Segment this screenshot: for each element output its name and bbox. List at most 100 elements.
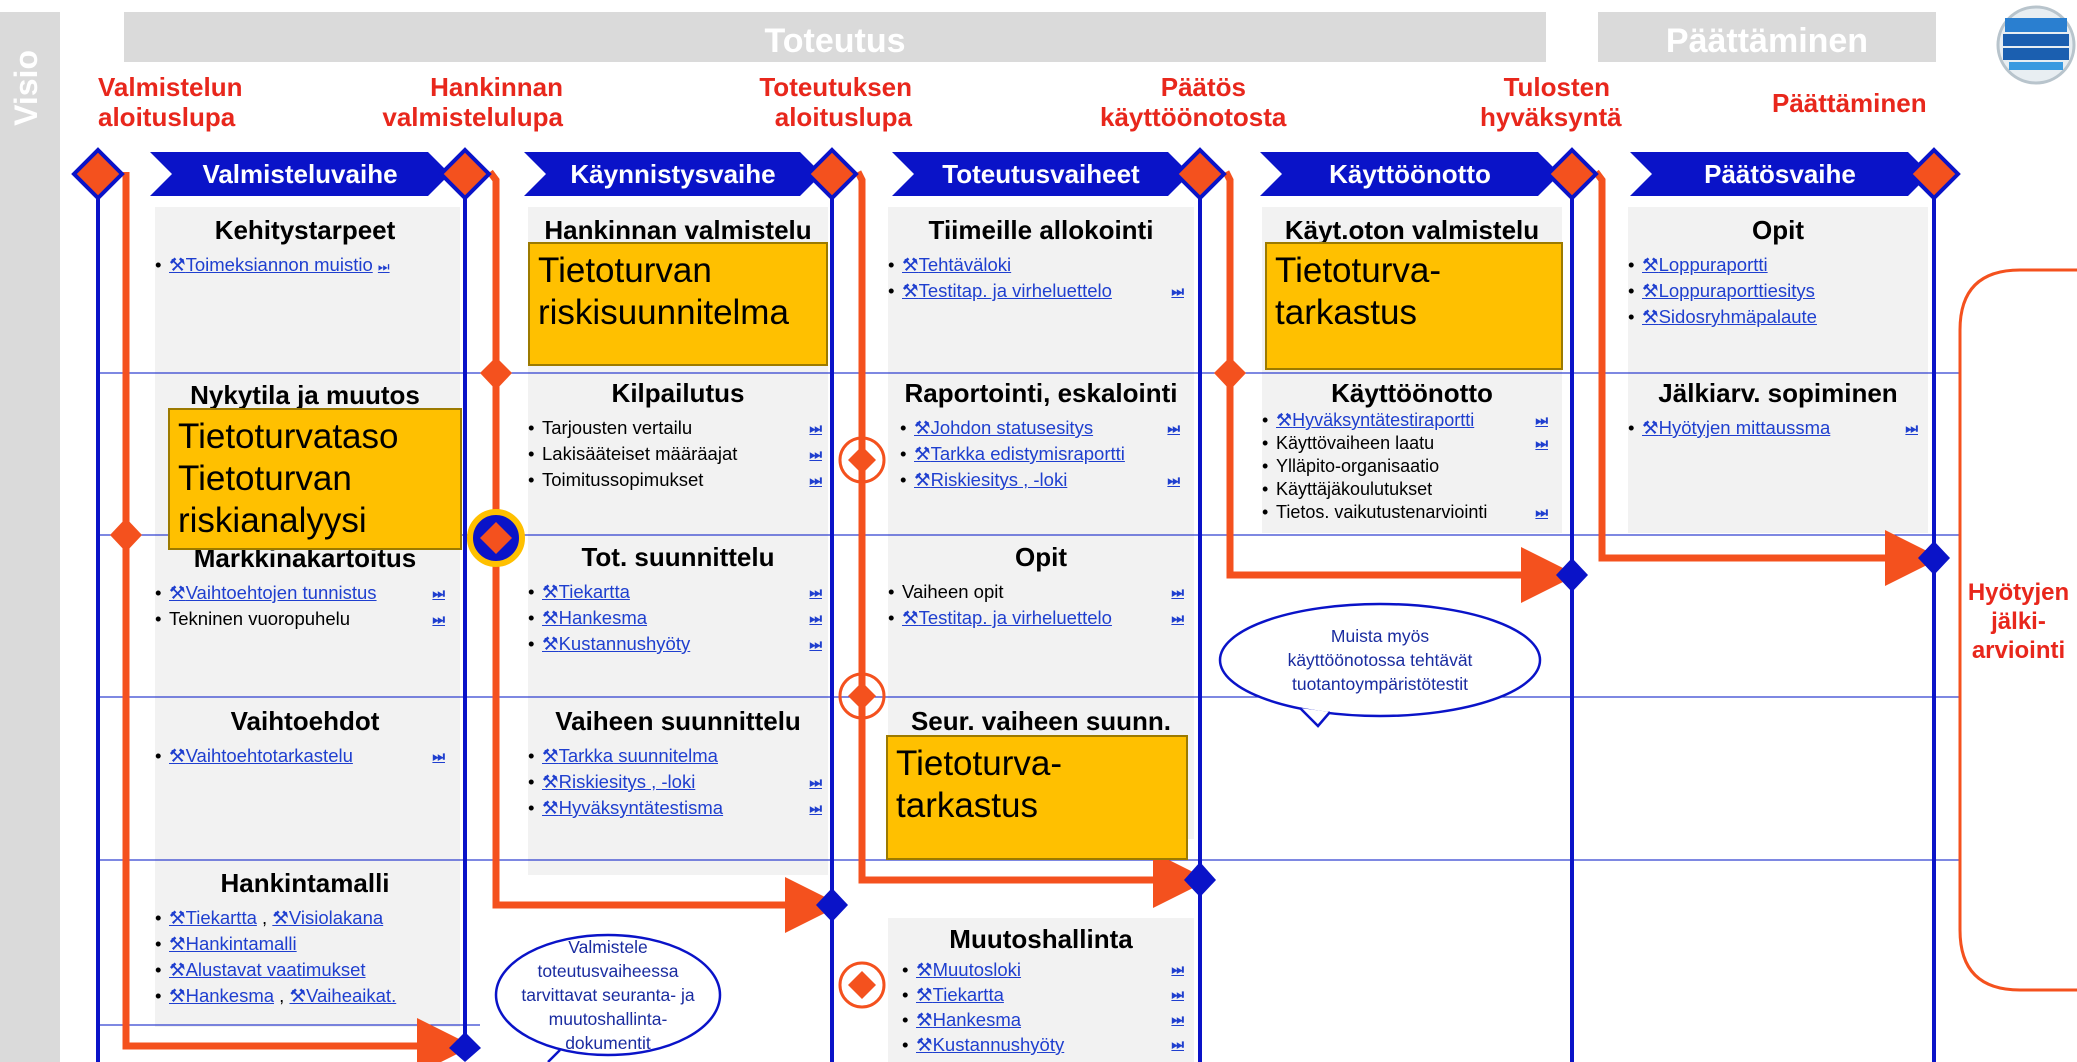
yellow-box-tarkastus-toteutus: Tietoturva-tarkastus [886,735,1188,860]
section-hankinnan-valmistelu: Hankinnan valmistelu [544,215,812,245]
skip-forward-icon[interactable]: ⏭ [1171,986,1184,1002]
skip-forward-icon[interactable]: ⏭ [809,472,822,488]
list-item[interactable]: ⚒Vaihtoehtojen tunnistus⏭ [155,580,445,606]
list-item: Tarjousten vertailu⏭ [528,415,822,441]
hammer-wrench-icon: ⚒ [169,582,186,603]
section-hankintamalli: Hankintamalli ⚒Tiekartta , ⚒Visiolakana … [155,868,455,1009]
list-item[interactable]: ⚒Hankesma⏭ [528,605,822,631]
section-markkinakartoitus: Markkinakartoitus ⚒Vaihtoehtojen tunnist… [155,543,455,632]
list-item[interactable]: ⚒Sidosryhmäpalaute [1628,304,1928,330]
section-vaihtoehdot: Vaihtoehdot ⚒Vaihtoehtotarkastelu⏭ [155,706,455,769]
skip-forward-icon[interactable]: ⏭ [1171,283,1184,299]
phase-paatosvaihe: Päätösvaihe [1630,152,1930,196]
badge-logo-icon [1996,5,2076,85]
skip-forward-icon[interactable]: ⏭ [1171,610,1184,626]
skip-forward-icon[interactable]: ⏭ [432,585,445,601]
skip-forward-icon[interactable]: ⏭ [1535,504,1548,520]
hammer-wrench-icon: ⚒ [169,745,186,766]
list-item[interactable]: ⚒Testitap. ja virheluettelo⏭ [888,278,1184,304]
list-item[interactable]: ⚒Hankesma⏭ [902,1007,1184,1032]
section-jalkiarv: Jälkiarv. sopiminen ⚒Hyötyjen mittaussma… [1628,378,1928,441]
list-item[interactable]: ⚒Alustavat vaatimukset [155,957,455,983]
skip-forward-icon[interactable]: ⏭ [809,774,822,790]
skip-forward-icon[interactable]: ⏭ [432,611,445,627]
list-item[interactable]: ⚒Tarkka suunnitelma [528,743,822,769]
phase-kayttoonotto: Käyttöönotto [1260,152,1560,196]
list-item: Ylläpito-organisaatio [1262,455,1548,478]
list-item: Käyttäjäkoulutukset [1262,478,1548,501]
list-item: Toimitussopimukset⏭ [528,467,822,493]
phase-kaynnistysvaihe: Käynnistysvaihe [524,152,822,196]
list-item[interactable]: ⚒Kustannushyöty⏭ [902,1032,1184,1057]
section-opit-toteutus: Opit Vaiheen opit⏭ ⚒Testitap. ja virhelu… [888,542,1194,631]
skip-forward-icon[interactable]: ⏭ [377,259,390,274]
list-item[interactable]: ⚒Tehtäväloki [888,252,1184,278]
skip-forward-icon[interactable]: ⏭ [1535,435,1548,451]
section-seur-vaiheen: Seur. vaiheen suunn. [910,706,1172,736]
list-item[interactable]: ⚒Tiekartta⏭ [528,579,822,605]
section-kaytoton-valmistelu: Käyt.oton valmistelu [1284,215,1540,245]
list-item[interactable]: ⚒Hankintamalli [155,931,455,957]
list-item: Tekninen vuoropuhelu⏭ [155,606,445,632]
list-item[interactable]: ⚒Loppuraportti [1628,252,1928,278]
skip-forward-icon[interactable]: ⏭ [1171,961,1184,977]
section-kayttoonotto: Käyttöönotto ⚒Hyväksyntätestiraportti⏭ K… [1262,378,1562,524]
skip-forward-icon[interactable]: ⏭ [809,800,822,816]
skip-forward-icon[interactable]: ⏭ [1171,584,1184,600]
list-item[interactable]: ⚒Kustannushyöty⏭ [528,631,822,657]
skip-forward-icon[interactable]: ⏭ [1171,1011,1184,1027]
list-item[interactable]: ⚒Hyväksyntätestisma⏭ [528,795,822,821]
list-item[interactable]: ⚒Hyötyjen mittaussma⏭ [1628,415,1918,441]
phase-valmisteluvaihe: Valmisteluvaihe [150,152,450,196]
list-item[interactable]: ⚒Hyväksyntätestiraportti⏭ [1262,409,1548,432]
section-muutoshallinta: Muutoshallinta ⚒Muutosloki⏭ ⚒Tiekartta⏭ … [888,924,1194,1057]
section-title: Kehitystarpeet [214,215,396,245]
list-item[interactable]: ⚒Hankesma , ⚒Vaiheaikat. [155,983,455,1009]
list-item[interactable]: ⚒Toimeksiannon muistio ⏭ [155,252,455,280]
visio-band: Visio [0,12,60,1062]
skip-forward-icon[interactable]: ⏭ [1171,1036,1184,1052]
milestone-paattaminen: Päättäminen [1772,88,1927,118]
list-item[interactable]: ⚒Riskiesitys , -loki⏭ [528,769,822,795]
paattaminen-band: Päättäminen [1598,12,1936,62]
toteutus-band: Toteutus [124,12,1546,62]
skip-forward-icon[interactable]: ⏭ [1167,472,1180,488]
skip-forward-icon[interactable]: ⏭ [809,584,822,600]
list-item[interactable]: ⚒Tiekartta⏭ [902,982,1184,1007]
list-item[interactable]: ⚒Vaihtoehtotarkastelu⏭ [155,743,445,769]
yellow-box-tarkastus-kayttoonotto: Tietoturva-tarkastus [1265,242,1563,370]
skip-forward-icon[interactable]: ⏭ [1535,412,1548,428]
skip-forward-icon[interactable]: ⏭ [809,636,822,652]
list-item[interactable]: ⚒Tarkka edistymisraportti [900,441,1180,467]
col3-bg [888,207,1194,839]
skip-forward-icon[interactable]: ⏭ [809,420,822,436]
phase-toteutusvaiheet: Toteutusvaiheet [892,152,1190,196]
skip-forward-icon[interactable]: ⏭ [809,610,822,626]
section-tot-suunnittelu: Tot. suunnittelu ⚒Tiekartta⏭ ⚒Hankesma⏭ … [528,542,828,657]
skip-forward-icon[interactable]: ⏭ [432,748,445,764]
list-item[interactable]: ⚒Johdon statusesitys⏭ [900,415,1180,441]
list-item: Lakisääteiset määräajat⏭ [528,441,822,467]
list-item[interactable]: ⚒Loppuraporttiesitys [1628,278,1928,304]
list-item[interactable]: ⚒Muutosloki⏭ [902,957,1184,982]
list-item[interactable]: ⚒Tiekartta , ⚒Visiolakana [155,905,455,931]
list-item[interactable]: ⚒Testitap. ja virheluettelo⏭ [888,605,1184,631]
list-item: Tietos. vaikutustenarviointi⏭ [1262,501,1548,524]
section-vaiheen-suunnittelu: Vaiheen suunnittelu ⚒Tarkka suunnitelma … [528,706,828,821]
hammer-wrench-icon: ⚒ [169,254,186,275]
skip-forward-icon[interactable]: ⏭ [1167,420,1180,436]
list-item: Vaiheen opit⏭ [888,579,1184,605]
skip-forward-icon[interactable]: ⏭ [1905,420,1918,436]
list-item[interactable]: ⚒Riskiesitys , -loki⏭ [900,467,1180,493]
section-kehitystarpeet: Kehitystarpeet ⚒Toimeksiannon muistio ⏭ [155,215,455,280]
skip-forward-icon[interactable]: ⏭ [809,446,822,462]
